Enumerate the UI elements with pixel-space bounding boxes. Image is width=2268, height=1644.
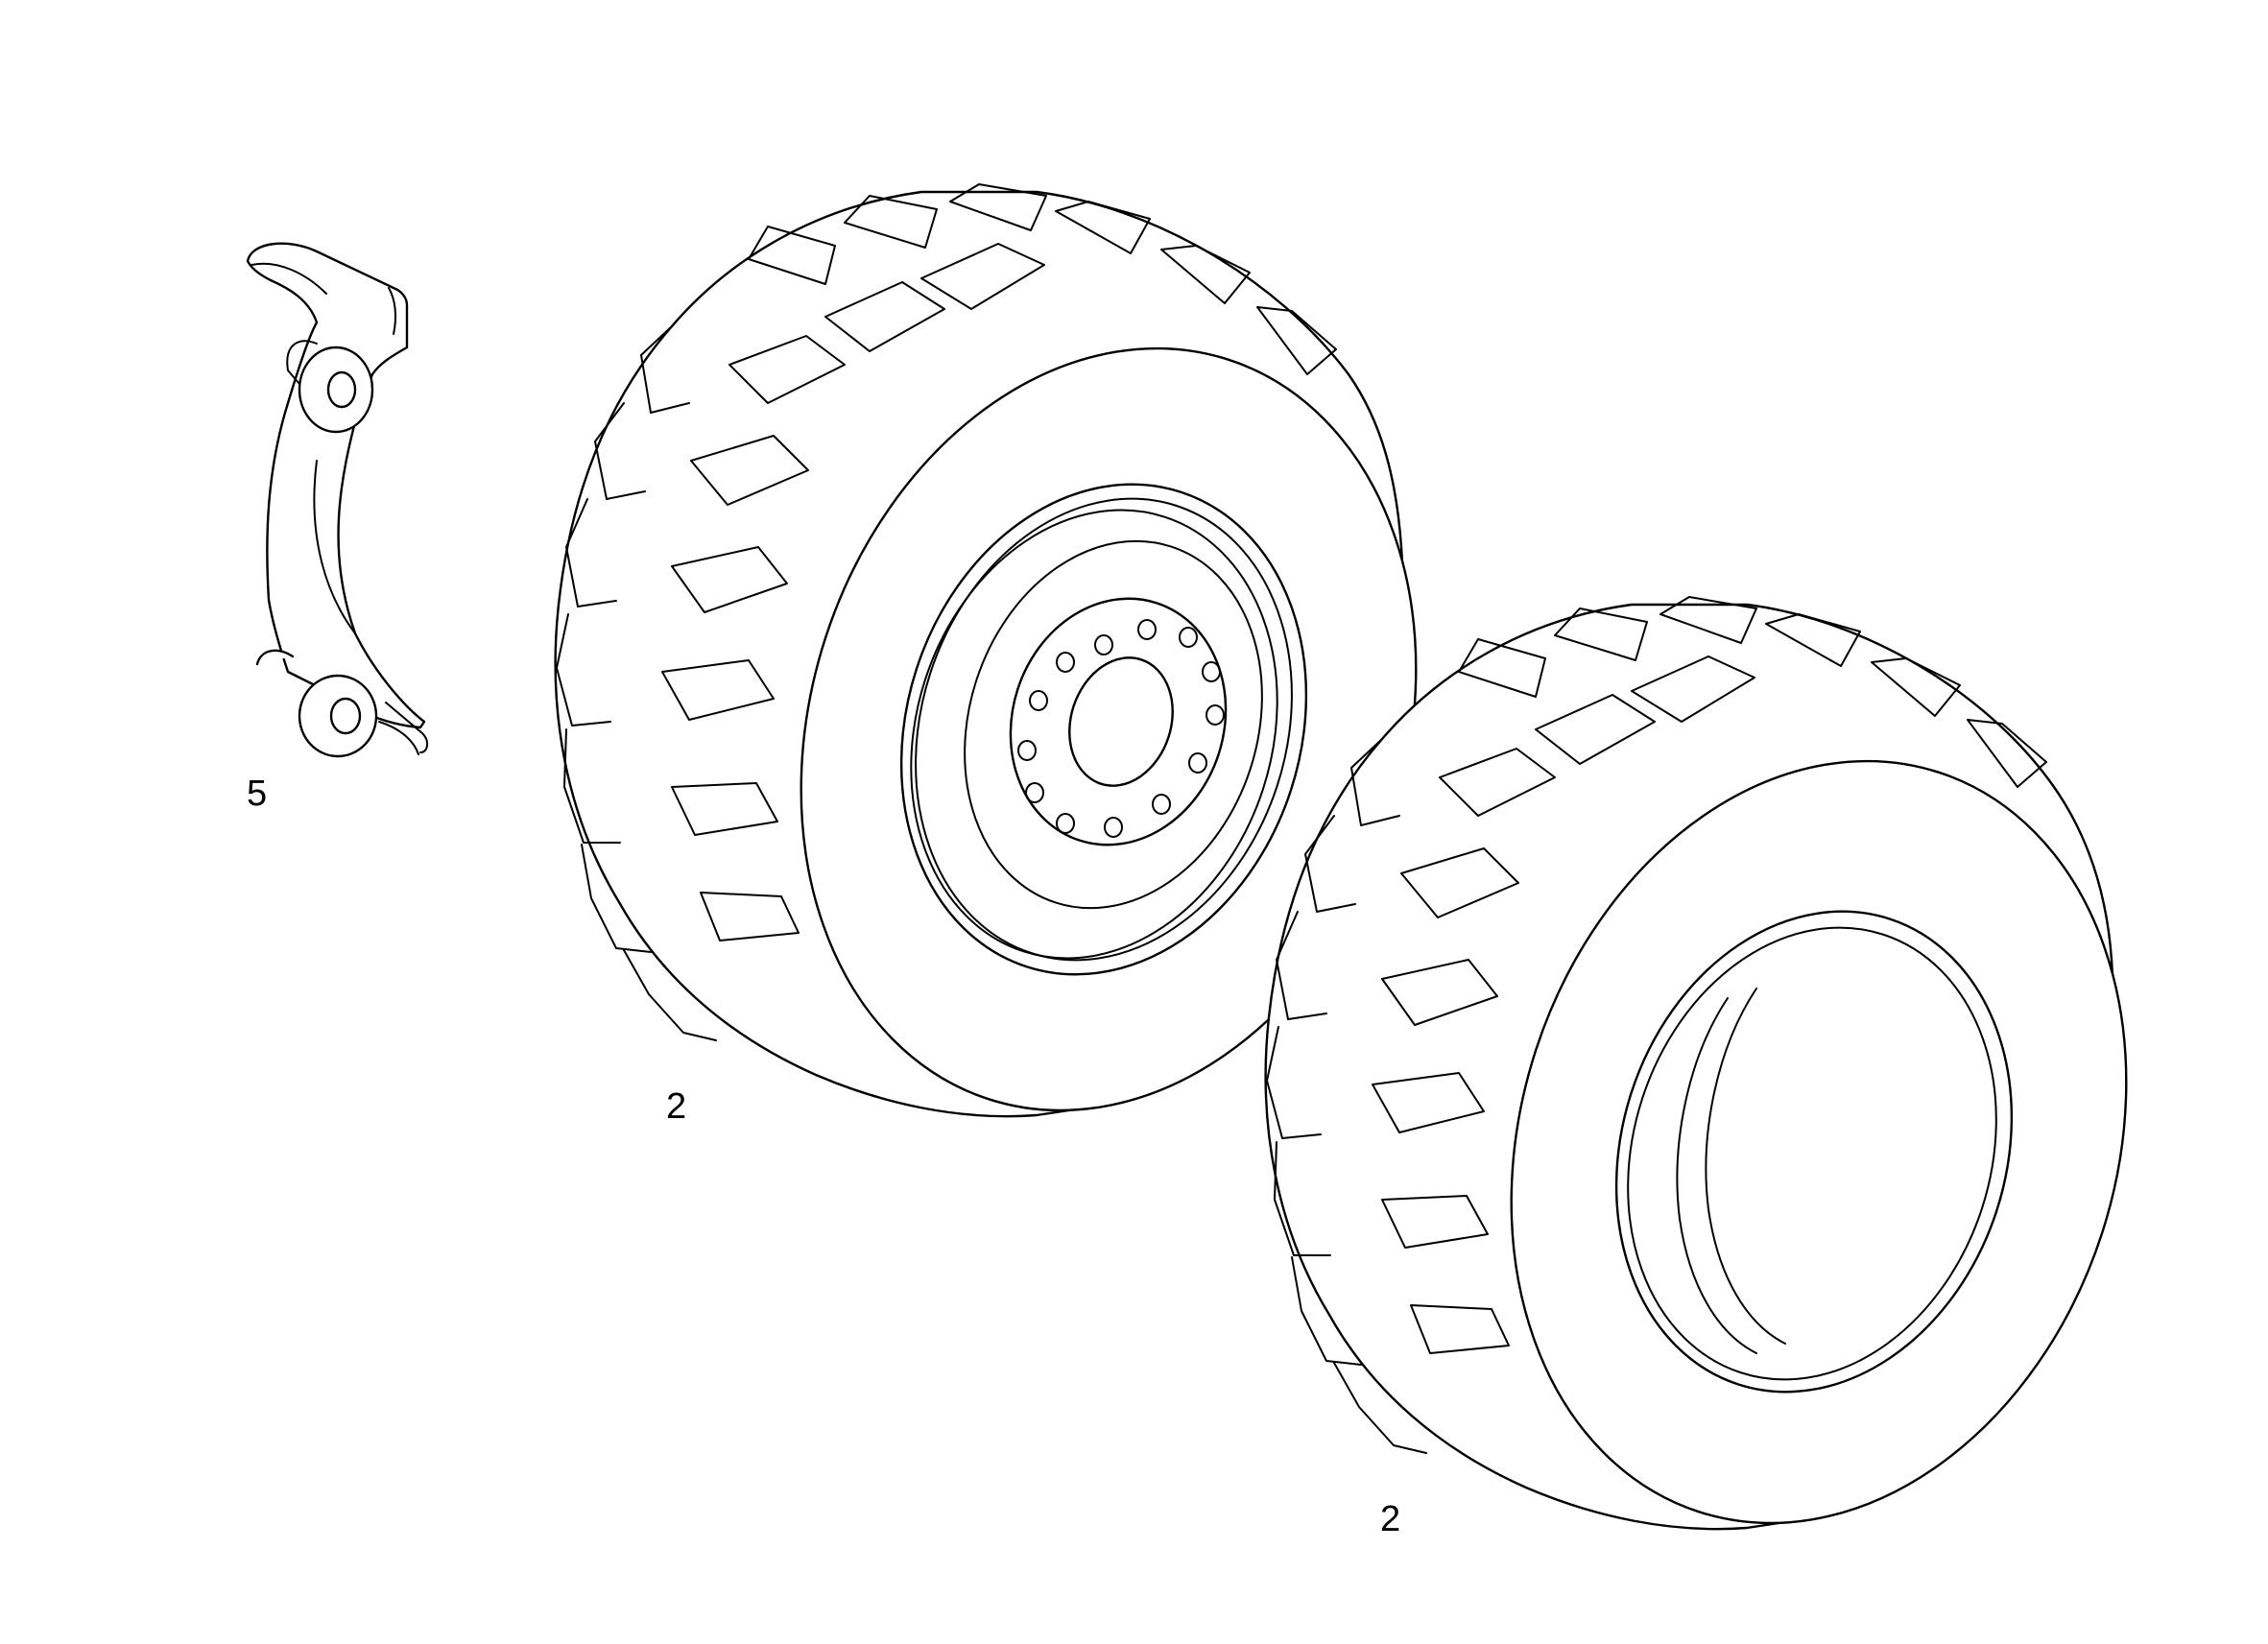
tire-drawing — [1264, 596, 2128, 1531]
callout-wheel-assembly: 2 — [666, 1086, 687, 1127]
callout-tire: 2 — [1380, 1499, 1401, 1539]
retaining-clip-drawing — [246, 242, 428, 758]
bolt-holes — [1017, 619, 1225, 838]
callout-clip: 5 — [247, 774, 268, 814]
wheel-assembly-drawing — [554, 183, 1418, 1118]
